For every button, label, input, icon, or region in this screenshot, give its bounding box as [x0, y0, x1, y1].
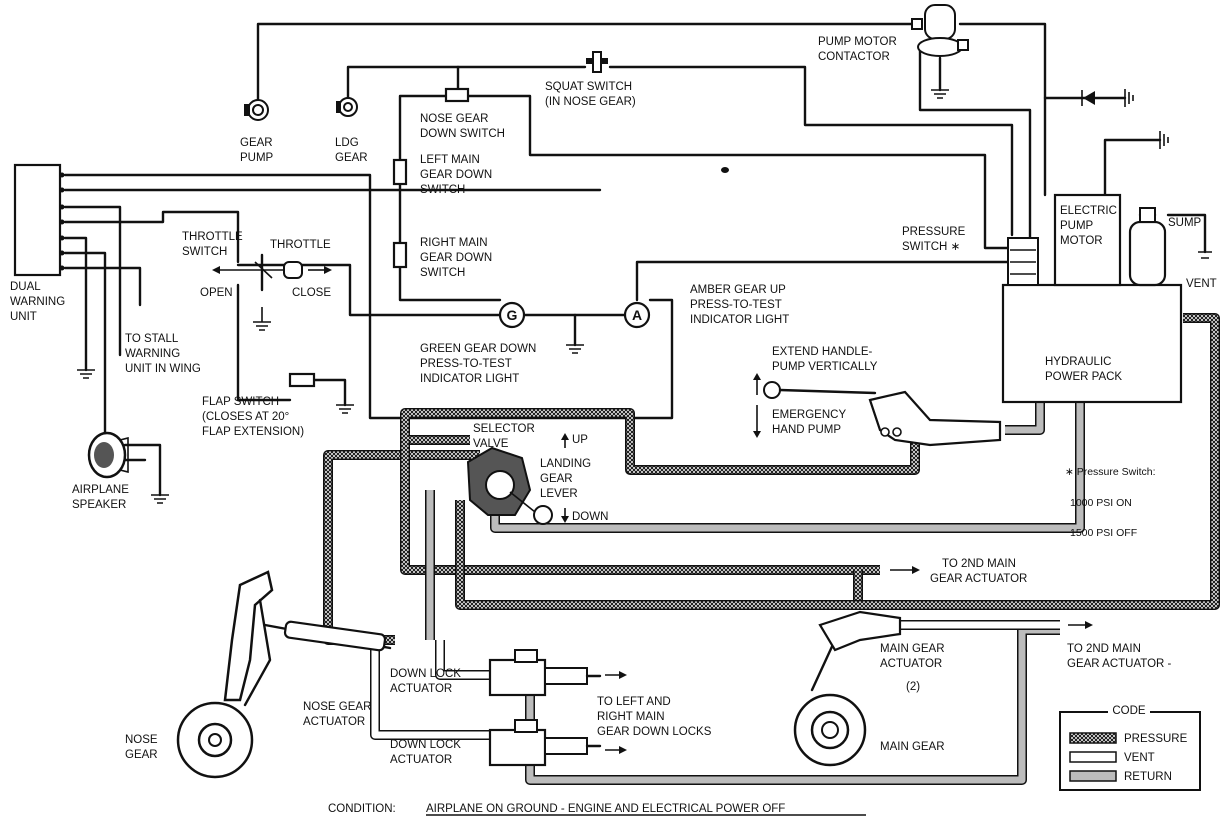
dual-warning-unit-pins	[59, 172, 65, 271]
svg-text:VENT: VENT	[1124, 752, 1155, 764]
svg-text:PRESSURE: PRESSURE	[1124, 733, 1188, 745]
svg-text:AIRPLANE ON GROUND - ENGINE AN: AIRPLANE ON GROUND - ENGINE AND ELECTRIC…	[426, 803, 785, 815]
up-label: UP	[572, 434, 588, 446]
vent-label: VENT	[1186, 278, 1217, 290]
sump-reservoir-icon	[1128, 207, 1212, 287]
hydraulic-power-pack-box	[1001, 283, 1183, 404]
condition-caption: CONDITION: AIRPLANE ON GROUND - ENGINE A…	[328, 803, 866, 816]
green-indicator-light: G	[498, 301, 526, 329]
squat-switch-icon	[586, 51, 608, 73]
legend-item-return: RETURN	[1069, 770, 1172, 783]
electrical-wiring	[63, 22, 1207, 497]
legend-item-vent: VENT	[1069, 751, 1155, 764]
main-gear-icon	[793, 610, 902, 767]
nose-gear-down-switch-icon	[444, 87, 470, 103]
airplane-speaker-icon	[87, 431, 129, 479]
flap-switch-icon	[288, 372, 316, 388]
pump-motor-contactor-icon	[911, 4, 969, 57]
extend-handle-label: EXTEND HANDLE-PUMP VERTICALLY	[772, 346, 878, 373]
legend: CODE PRESSURE VENT RETURN	[1059, 704, 1201, 791]
down-lock-actuator-1	[488, 649, 602, 697]
landing-gear-lever-knob[interactable]	[533, 505, 553, 525]
emergency-hand-pump-icon	[763, 381, 1002, 447]
gear-pump-connector-icon	[244, 99, 269, 121]
flap-switch-label: FLAP SWITCH(CLOSES AT 20°FLAP EXTENSION)	[202, 396, 304, 438]
amber-indicator-light: A	[623, 301, 651, 329]
close-label: CLOSE	[292, 287, 331, 299]
nose-gear-icon	[176, 570, 392, 779]
flow-arrows	[605, 566, 1093, 754]
right-main-down-switch-icon	[392, 241, 408, 269]
pressure-switch-icon	[1007, 237, 1039, 286]
svg-text:CONDITION:: CONDITION:	[328, 803, 396, 815]
legend-title: CODE	[1112, 705, 1146, 717]
down-label: DOWN	[572, 511, 608, 523]
stray-mark	[721, 167, 729, 173]
down-lock-actuator-2	[488, 719, 602, 767]
open-label: OPEN	[200, 287, 233, 299]
sump-label: SUMP	[1168, 217, 1202, 229]
legend-item-pressure: PRESSURE	[1069, 732, 1188, 745]
selector-valve-icon	[466, 446, 553, 525]
up-down-arrows	[561, 433, 569, 523]
svg-text:RETURN: RETURN	[1124, 771, 1172, 783]
left-main-down-switch-icon	[392, 158, 408, 186]
throttle-switch-icon	[212, 253, 332, 292]
squat-switch-label: SQUAT SWITCH(IN NOSE GEAR)	[545, 81, 636, 108]
throttle-label: THROTTLE	[270, 239, 331, 251]
svg-text:G: G	[507, 307, 518, 323]
diode-icon	[1083, 91, 1095, 105]
main-gear-label: MAIN GEAR	[880, 741, 945, 753]
ldg-gear-connector-icon	[336, 97, 358, 117]
ground-symbols	[77, 89, 1169, 504]
svg-text:A: A	[632, 307, 642, 323]
electric-pump-motor-box	[1053, 193, 1122, 287]
extend-arrows	[753, 373, 761, 438]
dual-warning-unit-box	[13, 163, 62, 277]
